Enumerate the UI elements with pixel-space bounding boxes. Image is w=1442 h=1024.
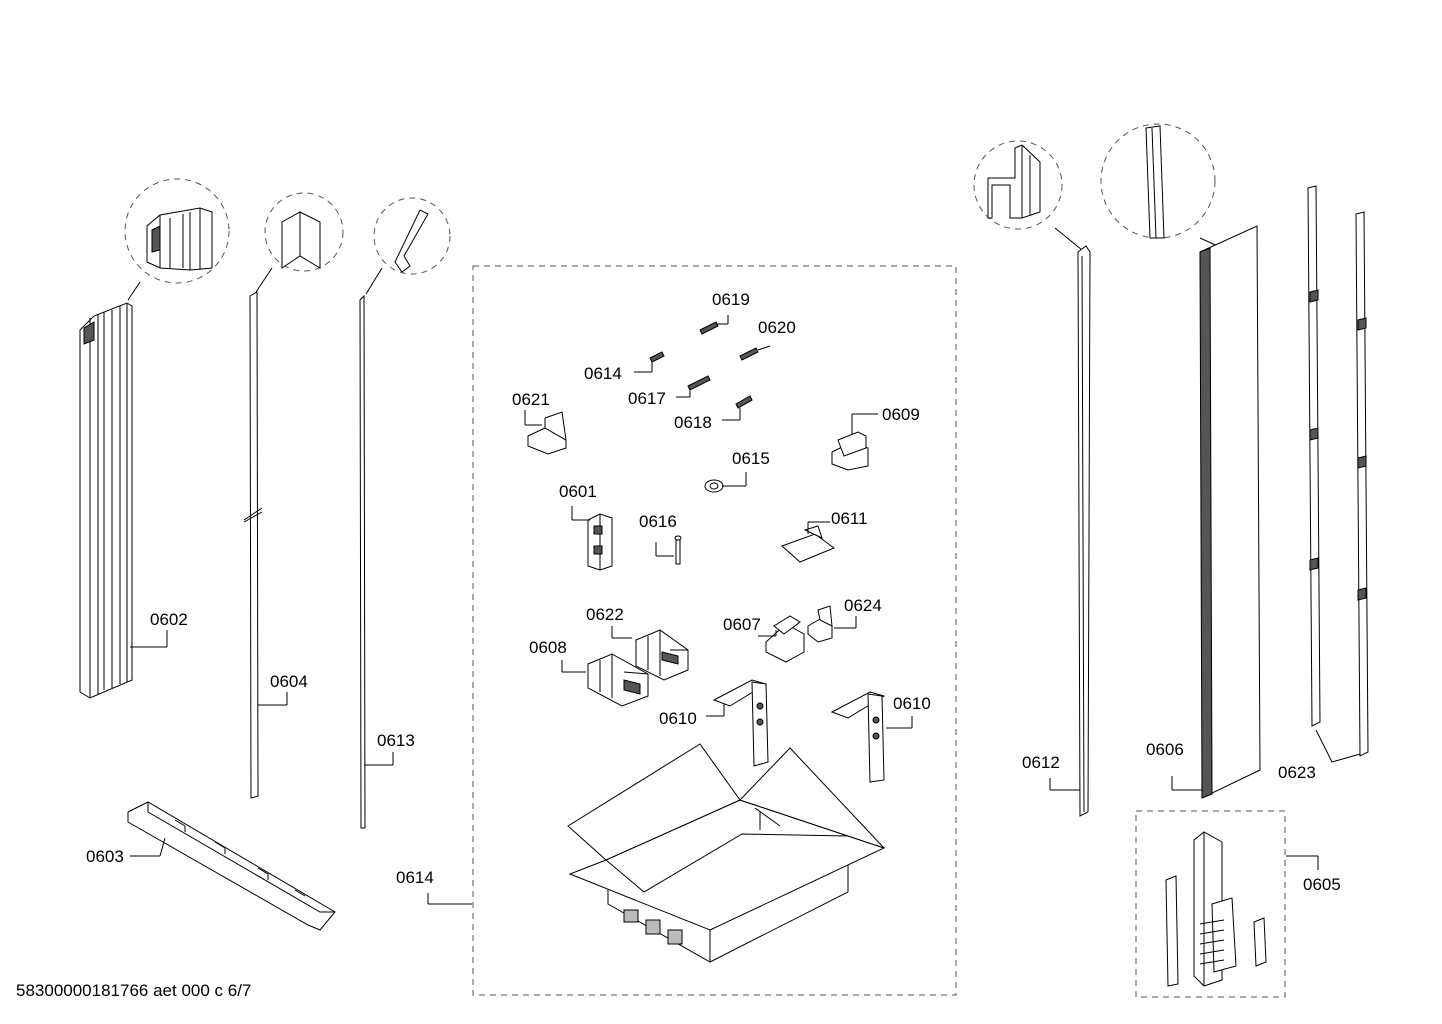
accessory-kit-boundary xyxy=(472,265,957,996)
part-0601-bracket xyxy=(571,506,613,571)
part-0616-pin xyxy=(655,535,682,565)
label-0606: 0606 xyxy=(1146,740,1184,759)
detail-circle-0612 xyxy=(973,140,1083,251)
part-0602-profile xyxy=(79,302,168,699)
part-0607-damper xyxy=(758,615,805,663)
label-0621: 0621 xyxy=(512,390,550,409)
label-0614-kit: 0614 xyxy=(396,868,434,887)
kit-0605-boundary xyxy=(1135,810,1286,998)
label-0620: 0620 xyxy=(758,318,796,337)
label-0604: 0604 xyxy=(270,672,308,691)
cardboard-box xyxy=(567,743,886,963)
part-0609-clip xyxy=(831,413,878,471)
label-0618: 0618 xyxy=(674,413,712,432)
part-0611-plate xyxy=(781,521,836,563)
label-0624: 0624 xyxy=(844,596,882,615)
label-0607: 0607 xyxy=(723,615,761,634)
part-0623-rails xyxy=(1307,185,1369,763)
screw-0619 xyxy=(699,315,729,335)
detail-circle-0602 xyxy=(124,178,230,301)
part-0613-strip xyxy=(359,294,394,829)
screw-0614-small xyxy=(634,351,665,373)
label-0608: 0608 xyxy=(529,638,567,657)
detail-circle-0606 xyxy=(1100,123,1223,249)
label-0615: 0615 xyxy=(732,449,770,468)
document-id: 58300000181766 aet 000 c 6/7 xyxy=(16,981,252,1000)
label-0605: 0605 xyxy=(1303,875,1341,894)
label-0623: 0623 xyxy=(1278,763,1316,782)
part-0606-panel xyxy=(1171,225,1261,799)
part-0624-clip xyxy=(807,605,857,643)
part-0610-bracket-right xyxy=(830,691,913,783)
screw-0618 xyxy=(722,395,753,421)
screw-0620 xyxy=(739,345,771,361)
label-0616: 0616 xyxy=(639,512,677,531)
label-0601: 0601 xyxy=(559,482,597,501)
label-0613: 0613 xyxy=(377,731,415,750)
label-0617: 0617 xyxy=(628,389,666,408)
part-0608-hinge xyxy=(561,653,649,707)
label-0619: 0619 xyxy=(712,290,750,309)
label-0614-screw: 0614 xyxy=(584,364,622,383)
label-0602: 0602 xyxy=(150,610,188,629)
part-0612-strip xyxy=(1049,245,1091,817)
detail-circle-0613 xyxy=(365,197,451,295)
part-0615-washer xyxy=(704,472,747,493)
part-0603-base-bar xyxy=(127,801,336,931)
label-0603: 0603 xyxy=(86,847,124,866)
part-0621-angle-bracket xyxy=(524,410,567,455)
label-0611: 0611 xyxy=(831,509,868,528)
part-0604-strip xyxy=(243,291,288,799)
screw-0617 xyxy=(676,375,711,398)
part-0610-bracket-left xyxy=(706,679,769,767)
callout-labels: 0602 0604 0613 0603 0614 0619 0620 0614 … xyxy=(86,290,1341,894)
part-0622-hinge xyxy=(611,626,689,681)
label-0612: 0612 xyxy=(1022,753,1060,772)
label-0610-right: 0610 xyxy=(893,694,931,713)
label-0610-left: 0610 xyxy=(659,709,697,728)
part-0605-components xyxy=(1165,831,1267,987)
label-0609: 0609 xyxy=(882,405,920,424)
label-0622: 0622 xyxy=(586,605,624,624)
detail-circle-0604 xyxy=(255,192,344,293)
